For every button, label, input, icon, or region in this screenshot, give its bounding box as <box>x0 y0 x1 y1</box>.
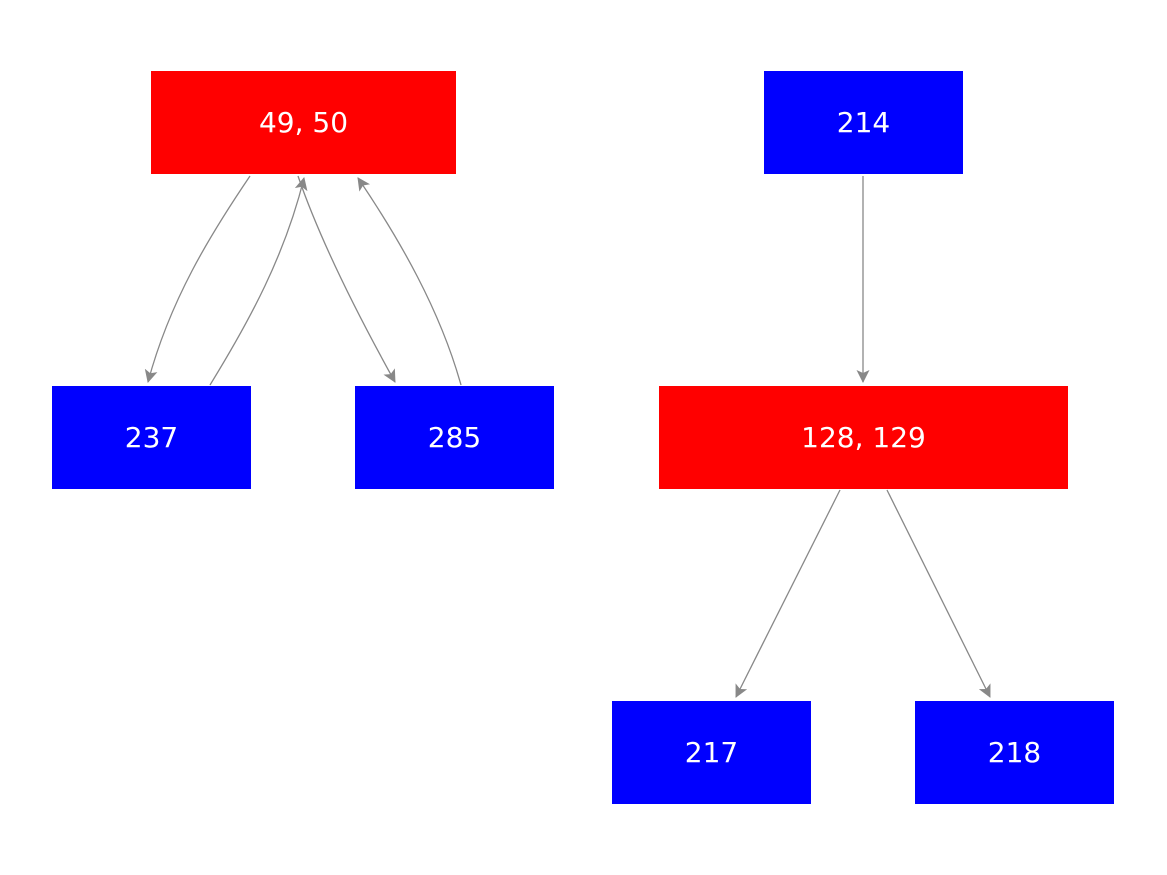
node-217[interactable]: 217 <box>612 701 811 804</box>
edge-49-50-to-237 <box>144 175 251 383</box>
edge-128-129-to-217 <box>735 489 841 698</box>
node-label: 217 <box>685 736 738 769</box>
node-label: 285 <box>428 421 481 454</box>
node-box <box>659 386 1068 489</box>
node-285[interactable]: 285 <box>355 386 554 489</box>
node-box <box>52 386 251 489</box>
node-box <box>151 71 456 174</box>
node-label: 218 <box>988 736 1041 769</box>
edge-237-to-49-50 <box>209 177 308 386</box>
node-box <box>915 701 1114 804</box>
edge-49-50-to-285 <box>297 175 396 383</box>
node-237[interactable]: 237 <box>52 386 251 489</box>
node-box <box>355 386 554 489</box>
node-218[interactable]: 218 <box>915 701 1114 804</box>
node-label: 214 <box>837 106 890 139</box>
edge-285-to-49-50 <box>357 177 462 386</box>
node-box <box>764 71 963 174</box>
node-214[interactable]: 214 <box>764 71 963 174</box>
edges <box>144 175 991 698</box>
node-49-50[interactable]: 49, 50 <box>151 71 456 174</box>
node-label: 128, 129 <box>801 421 926 454</box>
node-box <box>612 701 811 804</box>
node-label: 237 <box>125 421 178 454</box>
node-label: 49, 50 <box>259 106 348 139</box>
node-128-129[interactable]: 128, 129 <box>659 386 1068 489</box>
edge-128-129-to-218 <box>886 489 991 698</box>
